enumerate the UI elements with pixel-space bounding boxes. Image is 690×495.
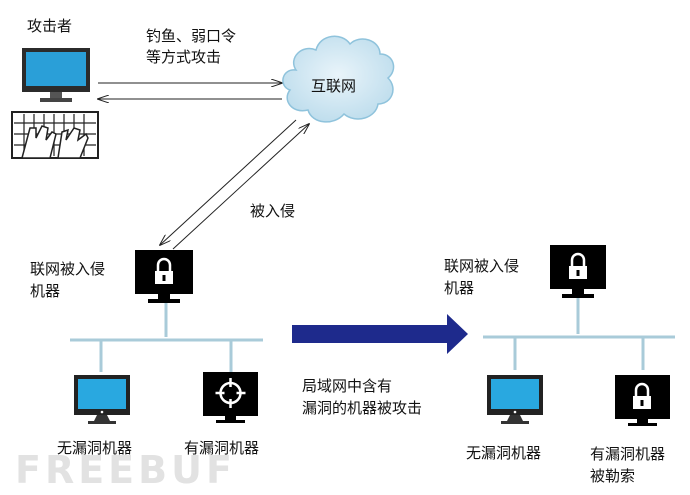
spread-label-line1: 局域网中含有: [302, 377, 393, 395]
compromised-host-lock-icon: [135, 250, 193, 303]
keyboard-hands-icon: [11, 111, 99, 159]
attacker-label: 攻击者: [27, 17, 73, 35]
internet-cloud-icon: [282, 35, 395, 123]
attacker-monitor-icon: [22, 48, 90, 102]
ransomed-host-label-line1: 有漏洞机器: [590, 445, 666, 463]
intrusion-arrow-down: [160, 119, 297, 245]
left-compromised-host-label-line2: 机器: [30, 282, 61, 300]
left-clean-host-label: 无漏洞机器: [57, 439, 133, 457]
right-compromised-host-label-line2: 机器: [444, 279, 475, 297]
intrusion-label: 被入侵: [250, 202, 296, 220]
left-compromised-host-label-line1: 联网被入侵: [30, 260, 106, 278]
spread-label-line2: 漏洞的机器被攻击: [302, 399, 423, 417]
attack-methods-line1: 钓鱼、弱口令: [146, 27, 237, 45]
intrusion-arrow-up: [172, 124, 309, 250]
right-compromised-host-lock-icon: [550, 245, 606, 298]
attack-methods-line2: 等方式攻击: [146, 48, 222, 66]
watermark-logo: FREEBUF: [15, 448, 236, 492]
ransomed-host-label-line2: 被勒索: [590, 467, 636, 485]
spread-arrow-icon: [292, 314, 468, 354]
ransomed-host-lock-icon: [615, 375, 670, 426]
right-compromised-host-label-line1: 联网被入侵: [444, 257, 520, 275]
clean-host-monitor-icon: [74, 375, 130, 424]
internet-label: 互联网: [311, 77, 357, 95]
right-clean-host-label: 无漏洞机器: [466, 444, 542, 462]
left-vulnerable-host-label: 有漏洞机器: [184, 439, 260, 457]
vulnerable-host-target-icon: [203, 372, 258, 423]
right-clean-host-monitor-icon: [487, 375, 543, 424]
